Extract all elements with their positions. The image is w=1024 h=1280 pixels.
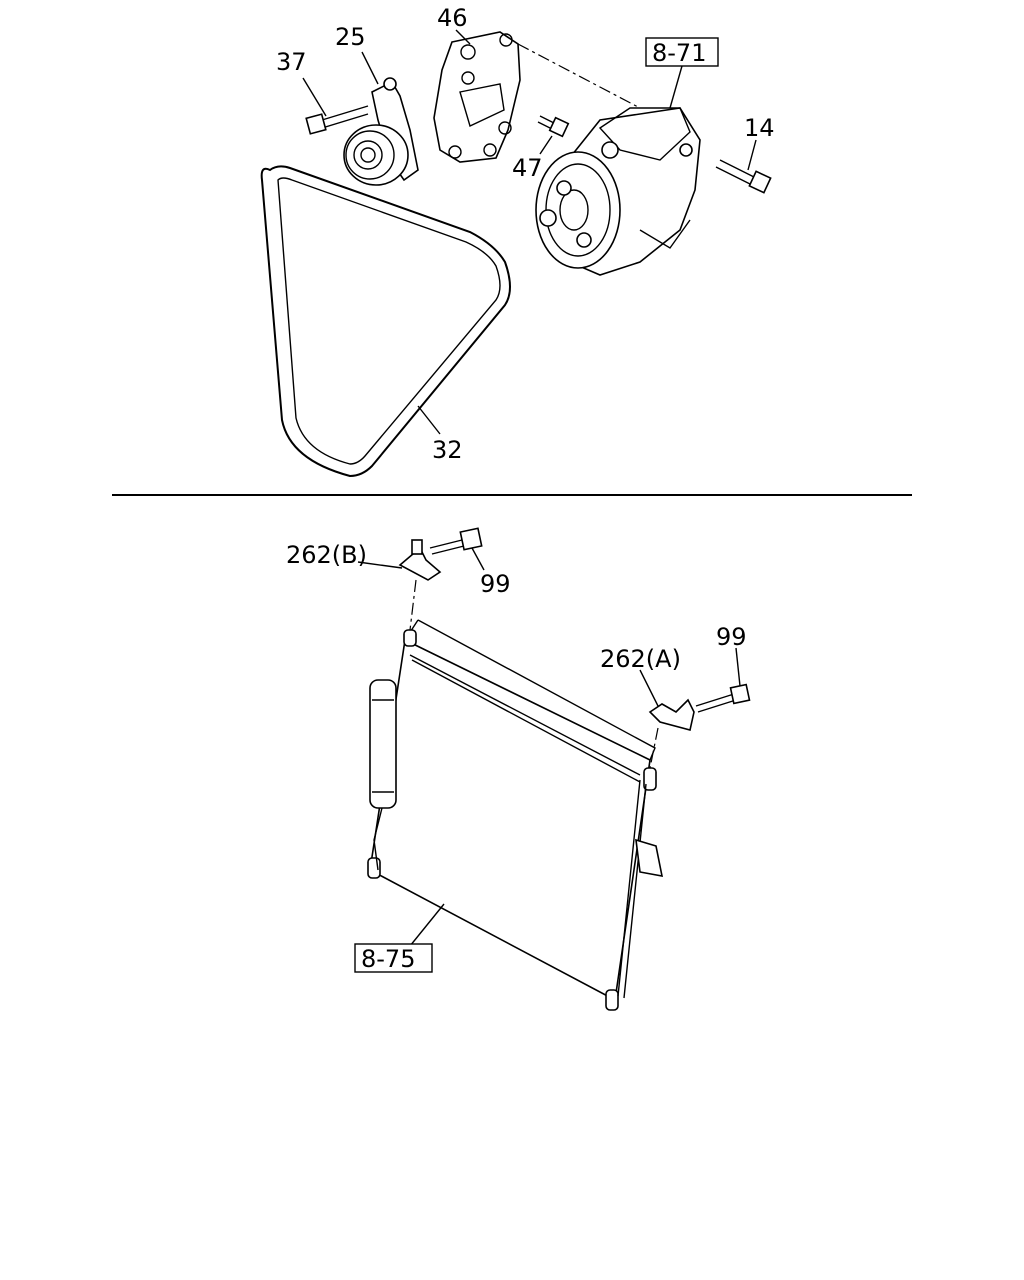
ref-box-8-75 xyxy=(354,943,433,973)
assembly-line-262b xyxy=(409,579,417,631)
callout-37: 37 xyxy=(276,48,307,76)
ref-box-8-71 xyxy=(645,37,719,67)
drive-belt xyxy=(260,165,511,478)
bracket-262b xyxy=(398,539,442,581)
leader-lines-upper xyxy=(302,29,757,435)
callout-25: 25 xyxy=(335,23,366,51)
bolt-99-upper xyxy=(429,527,483,555)
ac-compressor xyxy=(535,107,701,276)
bolt-37 xyxy=(305,105,369,135)
callout-14: 14 xyxy=(744,114,775,142)
bolt-47 xyxy=(537,115,570,138)
callout-46: 46 xyxy=(437,4,468,32)
callout-99-upper: 99 xyxy=(480,570,511,598)
callout-262b: 262(B) xyxy=(286,541,367,569)
assembly-line-bracket-compressor xyxy=(517,43,641,109)
bolt-14 xyxy=(715,159,772,194)
leader-lines-lower xyxy=(357,547,741,947)
callout-262a: 262(A) xyxy=(600,645,681,673)
condenser xyxy=(367,619,664,1011)
callout-47: 47 xyxy=(512,154,543,182)
callout-99-right: 99 xyxy=(716,623,747,651)
bolt-99-right xyxy=(695,683,751,713)
idler-pulley xyxy=(343,77,419,186)
assembly-line-262a xyxy=(649,727,659,769)
callout-8-71: 8-71 xyxy=(652,39,706,67)
callout-8-75: 8-75 xyxy=(361,945,415,973)
callout-32: 32 xyxy=(432,436,463,464)
compressor-bracket xyxy=(433,31,521,163)
bracket-262a xyxy=(648,698,695,731)
